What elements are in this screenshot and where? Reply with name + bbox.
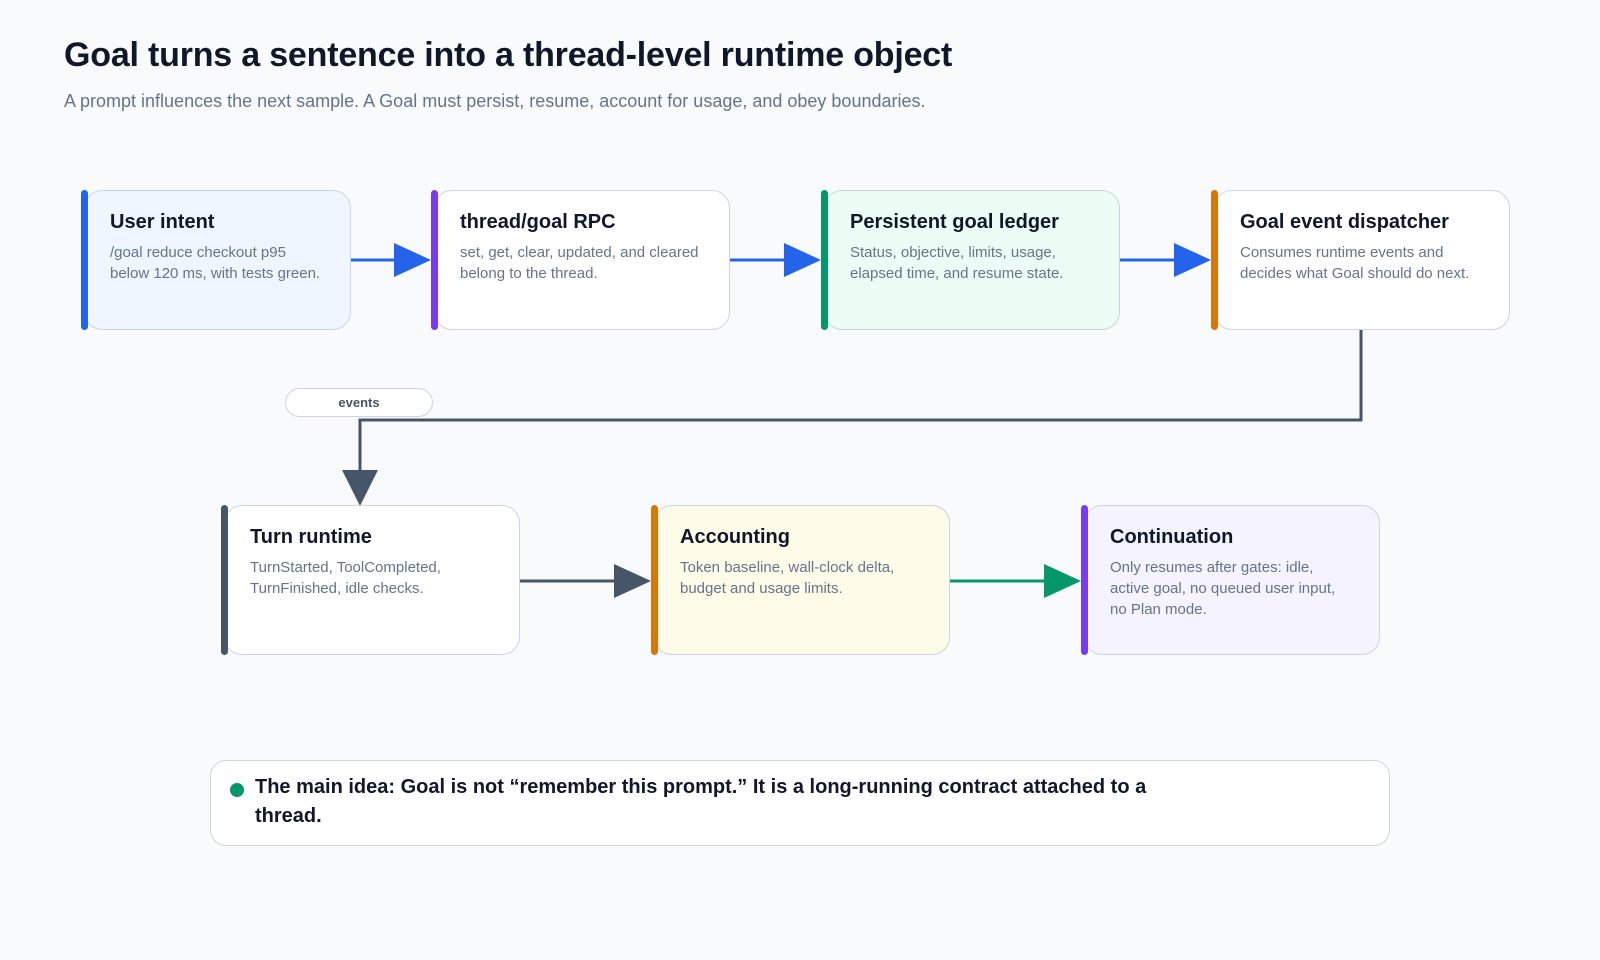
arrowhead-accounting-to-continuation — [1044, 564, 1081, 598]
node-description: Only resumes after gates: idle, active g… — [1110, 559, 1336, 618]
node-description: Token baseline, wall-clock delta, budget… — [680, 559, 895, 597]
arrowhead-ledger-to-dispatcher — [1174, 243, 1211, 277]
node-title: Turn runtime — [250, 526, 372, 548]
node-description: set, get, clear, updated, and cleared be… — [460, 244, 699, 282]
node-description: Consumes runtime events and decides what… — [1240, 244, 1470, 282]
bullet-dot-icon — [230, 783, 244, 797]
node-accent-bar — [651, 505, 658, 655]
arrowhead-turn-to-accounting — [614, 564, 651, 598]
node-turn-runtime: Turn runtime TurnStarted, ToolCompleted,… — [221, 505, 520, 655]
node-title: Goal event dispatcher — [1240, 211, 1449, 233]
node-title: Persistent goal ledger — [850, 211, 1059, 233]
main-idea-callout: The main idea: Goal is not “remember thi… — [210, 760, 1390, 846]
node-description: /goal reduce checkout p95 below 120 ms, … — [110, 244, 321, 282]
node-description: TurnStarted, ToolCompleted, TurnFinished… — [250, 559, 441, 597]
main-idea-text: The main idea: Goal is not “remember thi… — [255, 776, 1147, 827]
node-title: thread/goal RPC — [460, 211, 616, 233]
node-accent-bar — [221, 505, 228, 655]
arrowhead-intent-to-rpc — [394, 243, 431, 277]
node-accent-bar — [821, 190, 828, 330]
node-user-intent: User intent /goal reduce checkout p95 be… — [81, 190, 351, 330]
node-continuation: Continuation Only resumes after gates: i… — [1081, 505, 1380, 655]
node-accent-bar — [81, 190, 88, 330]
arrow-dispatcher-to-turn — [358, 330, 1363, 472]
node-title: Accounting — [680, 526, 790, 548]
node-accent-bar — [1211, 190, 1218, 330]
node-thread-goal-rpc: thread/goal RPC set, get, clear, updated… — [431, 190, 730, 330]
node-description: Status, objective, limits, usage, elapse… — [850, 244, 1064, 282]
node-title: Continuation — [1110, 526, 1234, 548]
node-accent-bar — [431, 190, 438, 330]
node-accent-bar — [1081, 505, 1088, 655]
node-title: User intent — [110, 211, 215, 233]
edge-label-events: events — [285, 388, 433, 417]
node-persistent-goal-ledger: Persistent goal ledger Status, objective… — [821, 190, 1120, 330]
page-subtitle: A prompt influences the next sample. A G… — [64, 91, 926, 111]
node-goal-event-dispatcher: Goal event dispatcher Consumes runtime e… — [1211, 190, 1510, 330]
page-title: Goal turns a sentence into a thread-leve… — [64, 36, 953, 74]
arrowhead-dispatcher-to-turn — [342, 470, 378, 506]
node-accounting: Accounting Token baseline, wall-clock de… — [651, 505, 950, 655]
arrowhead-rpc-to-ledger — [784, 243, 821, 277]
